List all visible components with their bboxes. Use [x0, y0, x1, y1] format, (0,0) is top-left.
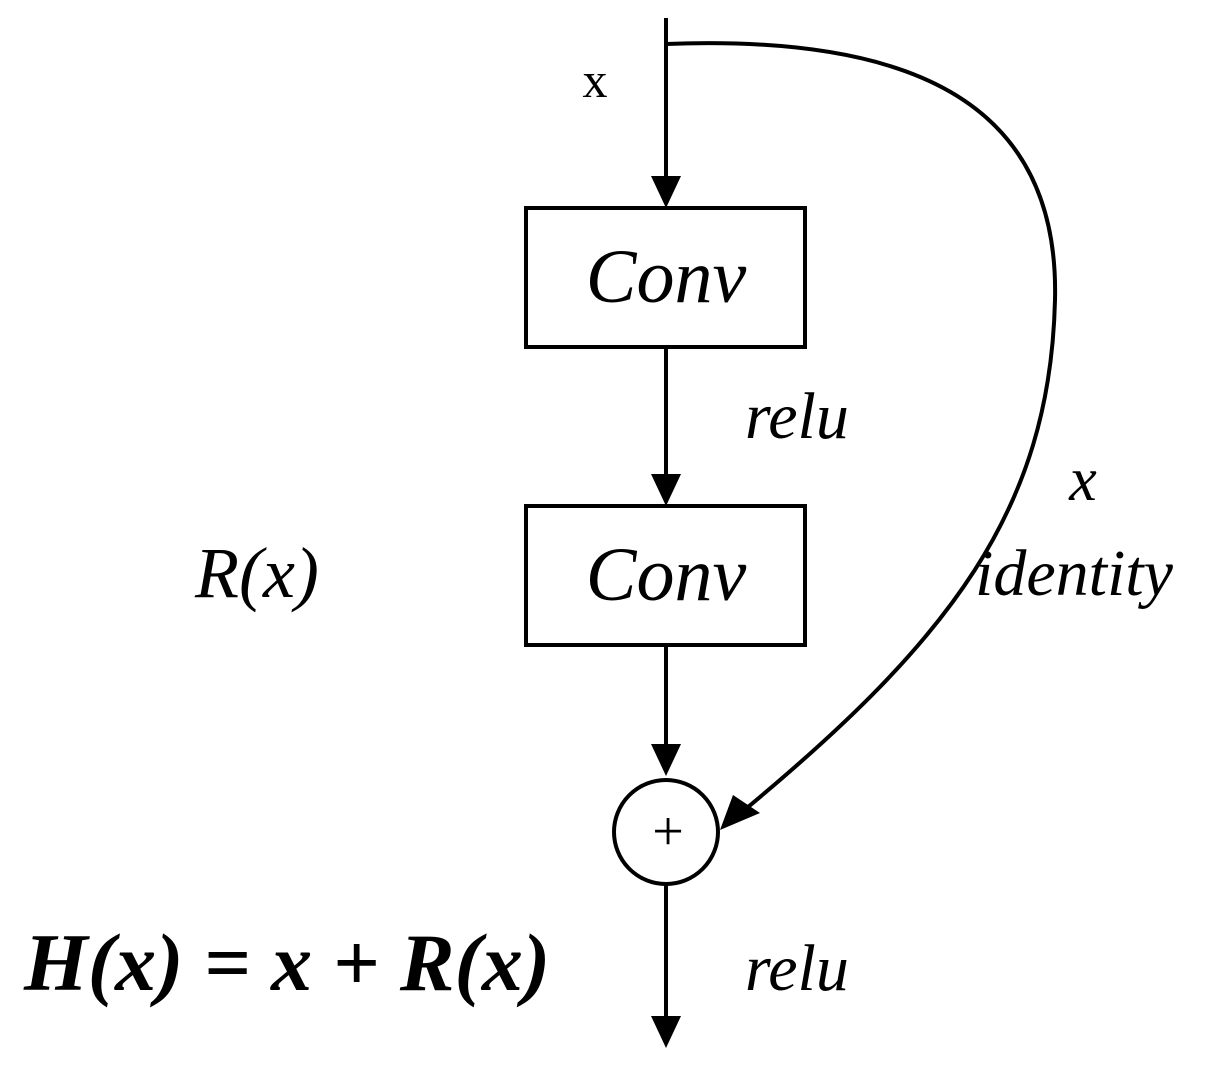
identity-shortcut-arrowhead — [720, 795, 760, 830]
conv-block-2-label: Conv — [586, 533, 747, 617]
output-arrowhead — [651, 1016, 681, 1048]
relu-out-label: relu — [745, 932, 849, 1005]
relu-mid-label: relu — [745, 380, 849, 453]
input-label: x — [583, 52, 608, 108]
identity-shortcut-path — [665, 41, 1058, 814]
conv-to-sum-arrowhead — [651, 744, 681, 776]
shortcut-label-x: x — [1068, 446, 1097, 514]
input-arrowhead — [651, 176, 681, 208]
sum-symbol: + — [652, 801, 684, 863]
residual-label: R(x) — [194, 533, 319, 613]
relu-arrowhead — [651, 474, 681, 506]
shortcut-label-identity: identity — [975, 537, 1174, 610]
conv-block-2 — [524, 504, 807, 647]
conv-block-1-label: Conv — [586, 235, 747, 319]
output-equation: H(x) = x + R(x) — [23, 917, 550, 1008]
